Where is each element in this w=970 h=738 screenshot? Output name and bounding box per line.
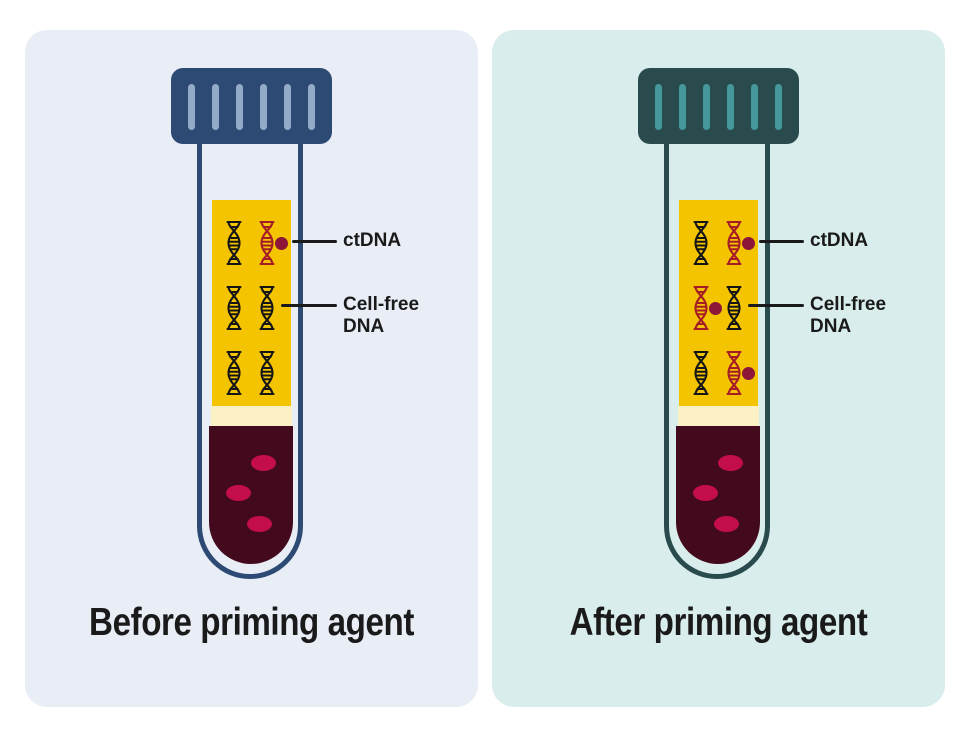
cap-stripe xyxy=(655,84,662,130)
dna-helix-icon xyxy=(724,285,744,331)
blood-cell xyxy=(251,455,276,471)
dna-row xyxy=(691,350,765,396)
tube-cap xyxy=(638,68,799,144)
cap-stripe xyxy=(679,84,686,130)
ctdna-pointer-line xyxy=(759,240,804,243)
dna-row xyxy=(691,220,765,266)
cap-stripe xyxy=(212,84,219,130)
test-tube-outline xyxy=(197,143,303,579)
dna-row xyxy=(691,285,765,331)
dna-helix-icon xyxy=(257,350,277,396)
tube-cap xyxy=(171,68,332,144)
ctdna-pointer-line xyxy=(292,240,337,243)
panel-caption: Before priming agent xyxy=(89,601,414,644)
dna-row xyxy=(224,285,298,331)
dna-helix-icon xyxy=(224,350,244,396)
cap-stripe xyxy=(751,84,758,130)
cellfree-dna-label-line2: DNA xyxy=(343,316,385,337)
cellfree-dna-pointer-line xyxy=(281,304,337,307)
dna-helix-icon xyxy=(691,220,711,266)
dna-helix-icon xyxy=(257,220,288,266)
blood-layer xyxy=(209,426,293,564)
cap-stripe xyxy=(308,84,315,130)
blood-cell xyxy=(247,516,272,532)
cellfree-dna-label-line2: DNA xyxy=(810,316,852,337)
plasma-layer xyxy=(212,200,291,406)
dna-helix-icon xyxy=(724,220,755,266)
cap-stripe xyxy=(188,84,195,130)
cap-stripe xyxy=(727,84,734,130)
blood-cell xyxy=(693,485,718,501)
dna-helix-icon xyxy=(691,285,722,331)
cap-stripe xyxy=(260,84,267,130)
cap-stripe xyxy=(775,84,782,130)
panel-before-priming: ctDNA Cell-free DNA Before priming agent xyxy=(25,30,478,707)
ctdna-dot xyxy=(742,366,755,380)
ctdna-dot xyxy=(742,236,755,250)
cap-stripe xyxy=(703,84,710,130)
cap-stripe xyxy=(236,84,243,130)
blood-cell xyxy=(714,516,739,532)
cellfree-dna-label: Cell-free DNA xyxy=(343,294,419,338)
buffy-coat-layer xyxy=(211,406,292,426)
dna-helix-icon xyxy=(724,350,755,396)
dna-helix-icon xyxy=(691,350,711,396)
cellfree-dna-pointer-line xyxy=(748,304,804,307)
dna-helix-icon xyxy=(224,285,244,331)
blood-cell xyxy=(226,485,251,501)
ctdna-label: ctDNA xyxy=(343,230,402,251)
dna-row xyxy=(224,350,298,396)
blood-layer xyxy=(676,426,760,564)
dna-helix-icon xyxy=(257,285,277,331)
dna-helix-icon xyxy=(224,220,244,266)
cellfree-dna-label-line1: Cell-free xyxy=(343,294,420,315)
panel-caption: After priming agent xyxy=(569,601,868,644)
cap-stripe xyxy=(284,84,291,130)
buffy-coat-layer xyxy=(678,406,759,426)
ctdna-dot xyxy=(709,301,722,315)
ctdna-dot xyxy=(275,236,288,250)
dna-row xyxy=(224,220,298,266)
test-tube-outline xyxy=(664,143,770,579)
panel-after-priming: ctDNA Cell-free DNA After priming agent xyxy=(492,30,945,707)
ctdna-label: ctDNA xyxy=(810,230,869,251)
cellfree-dna-label: Cell-free DNA xyxy=(810,294,886,338)
cellfree-dna-label-line1: Cell-free xyxy=(810,294,887,315)
blood-cell xyxy=(718,455,743,471)
